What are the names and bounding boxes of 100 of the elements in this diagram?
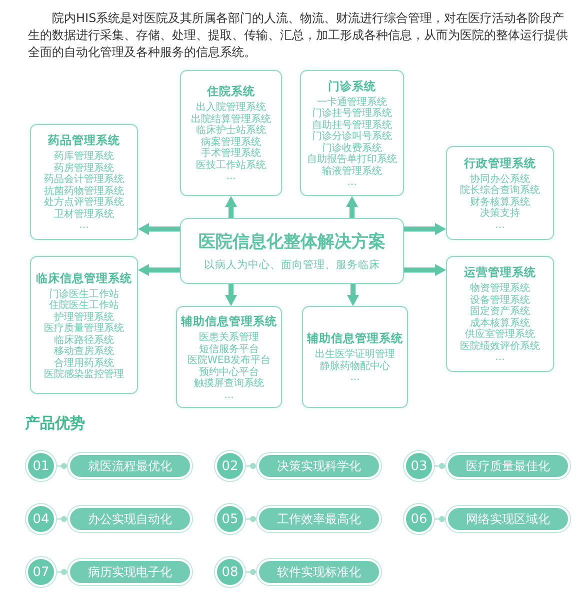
list-item: 卫材管理系统 [54,208,114,220]
advantage-text: 病历实现电子化 [88,564,172,580]
list-item: 固定资产系统 [470,306,530,318]
number-circle [25,503,57,535]
list-item: 一卡通管理系统 [317,96,387,108]
list-item: 协同办公系统 [470,174,530,185]
list-item: 移动查房系统 [54,346,114,358]
arrow [225,196,237,218]
list-item: 出入院管理系统 [196,102,266,114]
arrow [404,223,446,235]
list-item: ... [495,220,505,232]
advantage-text: 就医流程最优化 [88,458,172,474]
connector-line [435,516,445,522]
section-heading: 产品优势 [25,414,85,433]
list-item: 医技工作站系统 [196,160,266,172]
list-item: 医院WEB发布平台 [187,355,271,366]
connector-line [246,516,256,522]
list-item: 门诊挂号管理系统 [312,108,392,120]
connector-line [435,463,445,469]
advantage-pill [67,558,193,586]
item-number: 05 [222,512,238,526]
advantage-pill [67,452,193,480]
system-card [30,124,138,240]
list-item: 医疗质量管理系统 [44,323,124,334]
list-item: 预约中心平台 [199,366,259,378]
list-item: 门诊收费系统 [322,142,382,154]
list-item: 短信服务平台 [199,344,259,354]
list-item: 供应室管理系统 [465,329,535,340]
list-item: 护理管理系统 [54,312,114,322]
list-item: 医院绩效评价系统 [460,340,540,352]
connector-line [57,463,67,469]
advantage-text: 办公实现自动化 [88,512,172,526]
arrow [347,284,359,306]
system-card [300,70,404,196]
number-circle [214,556,246,588]
list-item: 财务核算系统 [470,196,530,208]
advantage-pill [256,558,382,586]
card-title: 辅助信息管理系统 [307,330,403,348]
advantage-pill [256,505,382,533]
list-item: 处方点评管理系统 [44,197,124,208]
advantage-pill [67,505,193,533]
list-item: ... [79,220,89,232]
card-title: 行政管理系统 [464,154,536,172]
intro-paragraph: 院内HIS系统是对医院及其所属各部门的人流、物流、财流进行综合管理，对在医疗活动各阶段产生的数据进行采集、存储、处理、提取、传输、汇总，加工形成各种信息，从而为医院的整体运行提供全面的自动化管理及各种服务的信息系统。 [28,10,568,61]
list-item: ... [350,372,360,384]
item-number: 03 [410,458,428,474]
arrow [138,264,180,276]
list-item: 药房管理系统 [54,162,114,174]
item-number: 04 [32,512,50,526]
item-number: 08 [222,564,238,580]
number-circle [214,503,246,535]
connector-line [246,463,256,469]
list-item: 医院感染监控管理 [44,369,124,380]
system-card [446,256,554,372]
card-title: 辅助信息管理系统 [181,313,277,330]
advantage-text: 软件实现标准化 [277,564,361,580]
list-item: ... [347,177,357,188]
system-card [302,306,408,408]
item-number: 01 [32,458,50,474]
list-item: ... [226,171,236,183]
arrow [225,284,237,306]
card-title: 住院系统 [207,83,255,100]
list-item: ... [224,390,234,401]
list-item: 触摸屏查询系统 [194,378,264,390]
list-item: 药品会计管理系统 [44,174,124,186]
system-card [446,146,554,240]
arrow [138,223,180,235]
card-title: 临床信息管理系统 [36,270,132,286]
list-item: 门诊分诊叫号系统 [312,131,392,142]
card-title: 门诊系统 [328,78,376,94]
list-item: 抗菌药物管理系统 [44,186,124,197]
number-circle [25,450,57,482]
list-item: 设备管理系统 [470,294,530,306]
list-item: 临床路径系统 [54,334,114,346]
list-item: 临床护士站系统 [196,125,266,136]
list-item: 合理用药系统 [54,358,114,368]
list-item: 医患关系管理 [199,332,259,344]
number-circle [25,556,57,588]
advantage-text: 医疗质量最佳化 [466,458,550,474]
connector-line [246,569,256,575]
list-item: 决策支持 [480,208,520,220]
system-card [180,70,282,196]
list-item: 出生医学证明管理 [315,349,395,360]
list-item: 自助报告单打印系统 [307,154,397,166]
solution-box [180,218,404,284]
list-item: 药库管理系统 [54,151,114,162]
solution-title: 医院信息化整体解决方案 [198,230,386,252]
list-item: 病案管理系统 [201,136,261,148]
list-item: 物资管理系统 [470,283,530,294]
connector-line [57,569,67,575]
solution-subtitle: 以病人为中心、面向管理、服务临床 [204,258,380,272]
system-card [30,256,138,394]
arrow [346,196,358,218]
list-item: 出院结算管理系统 [191,114,271,125]
list-item: 住院医生工作站 [49,300,119,312]
list-item: 成本核算系统 [470,318,530,329]
list-item: ... [495,352,505,364]
advantage-pill [445,452,571,480]
item-number: 07 [32,564,50,580]
advantage-pill [445,505,571,533]
